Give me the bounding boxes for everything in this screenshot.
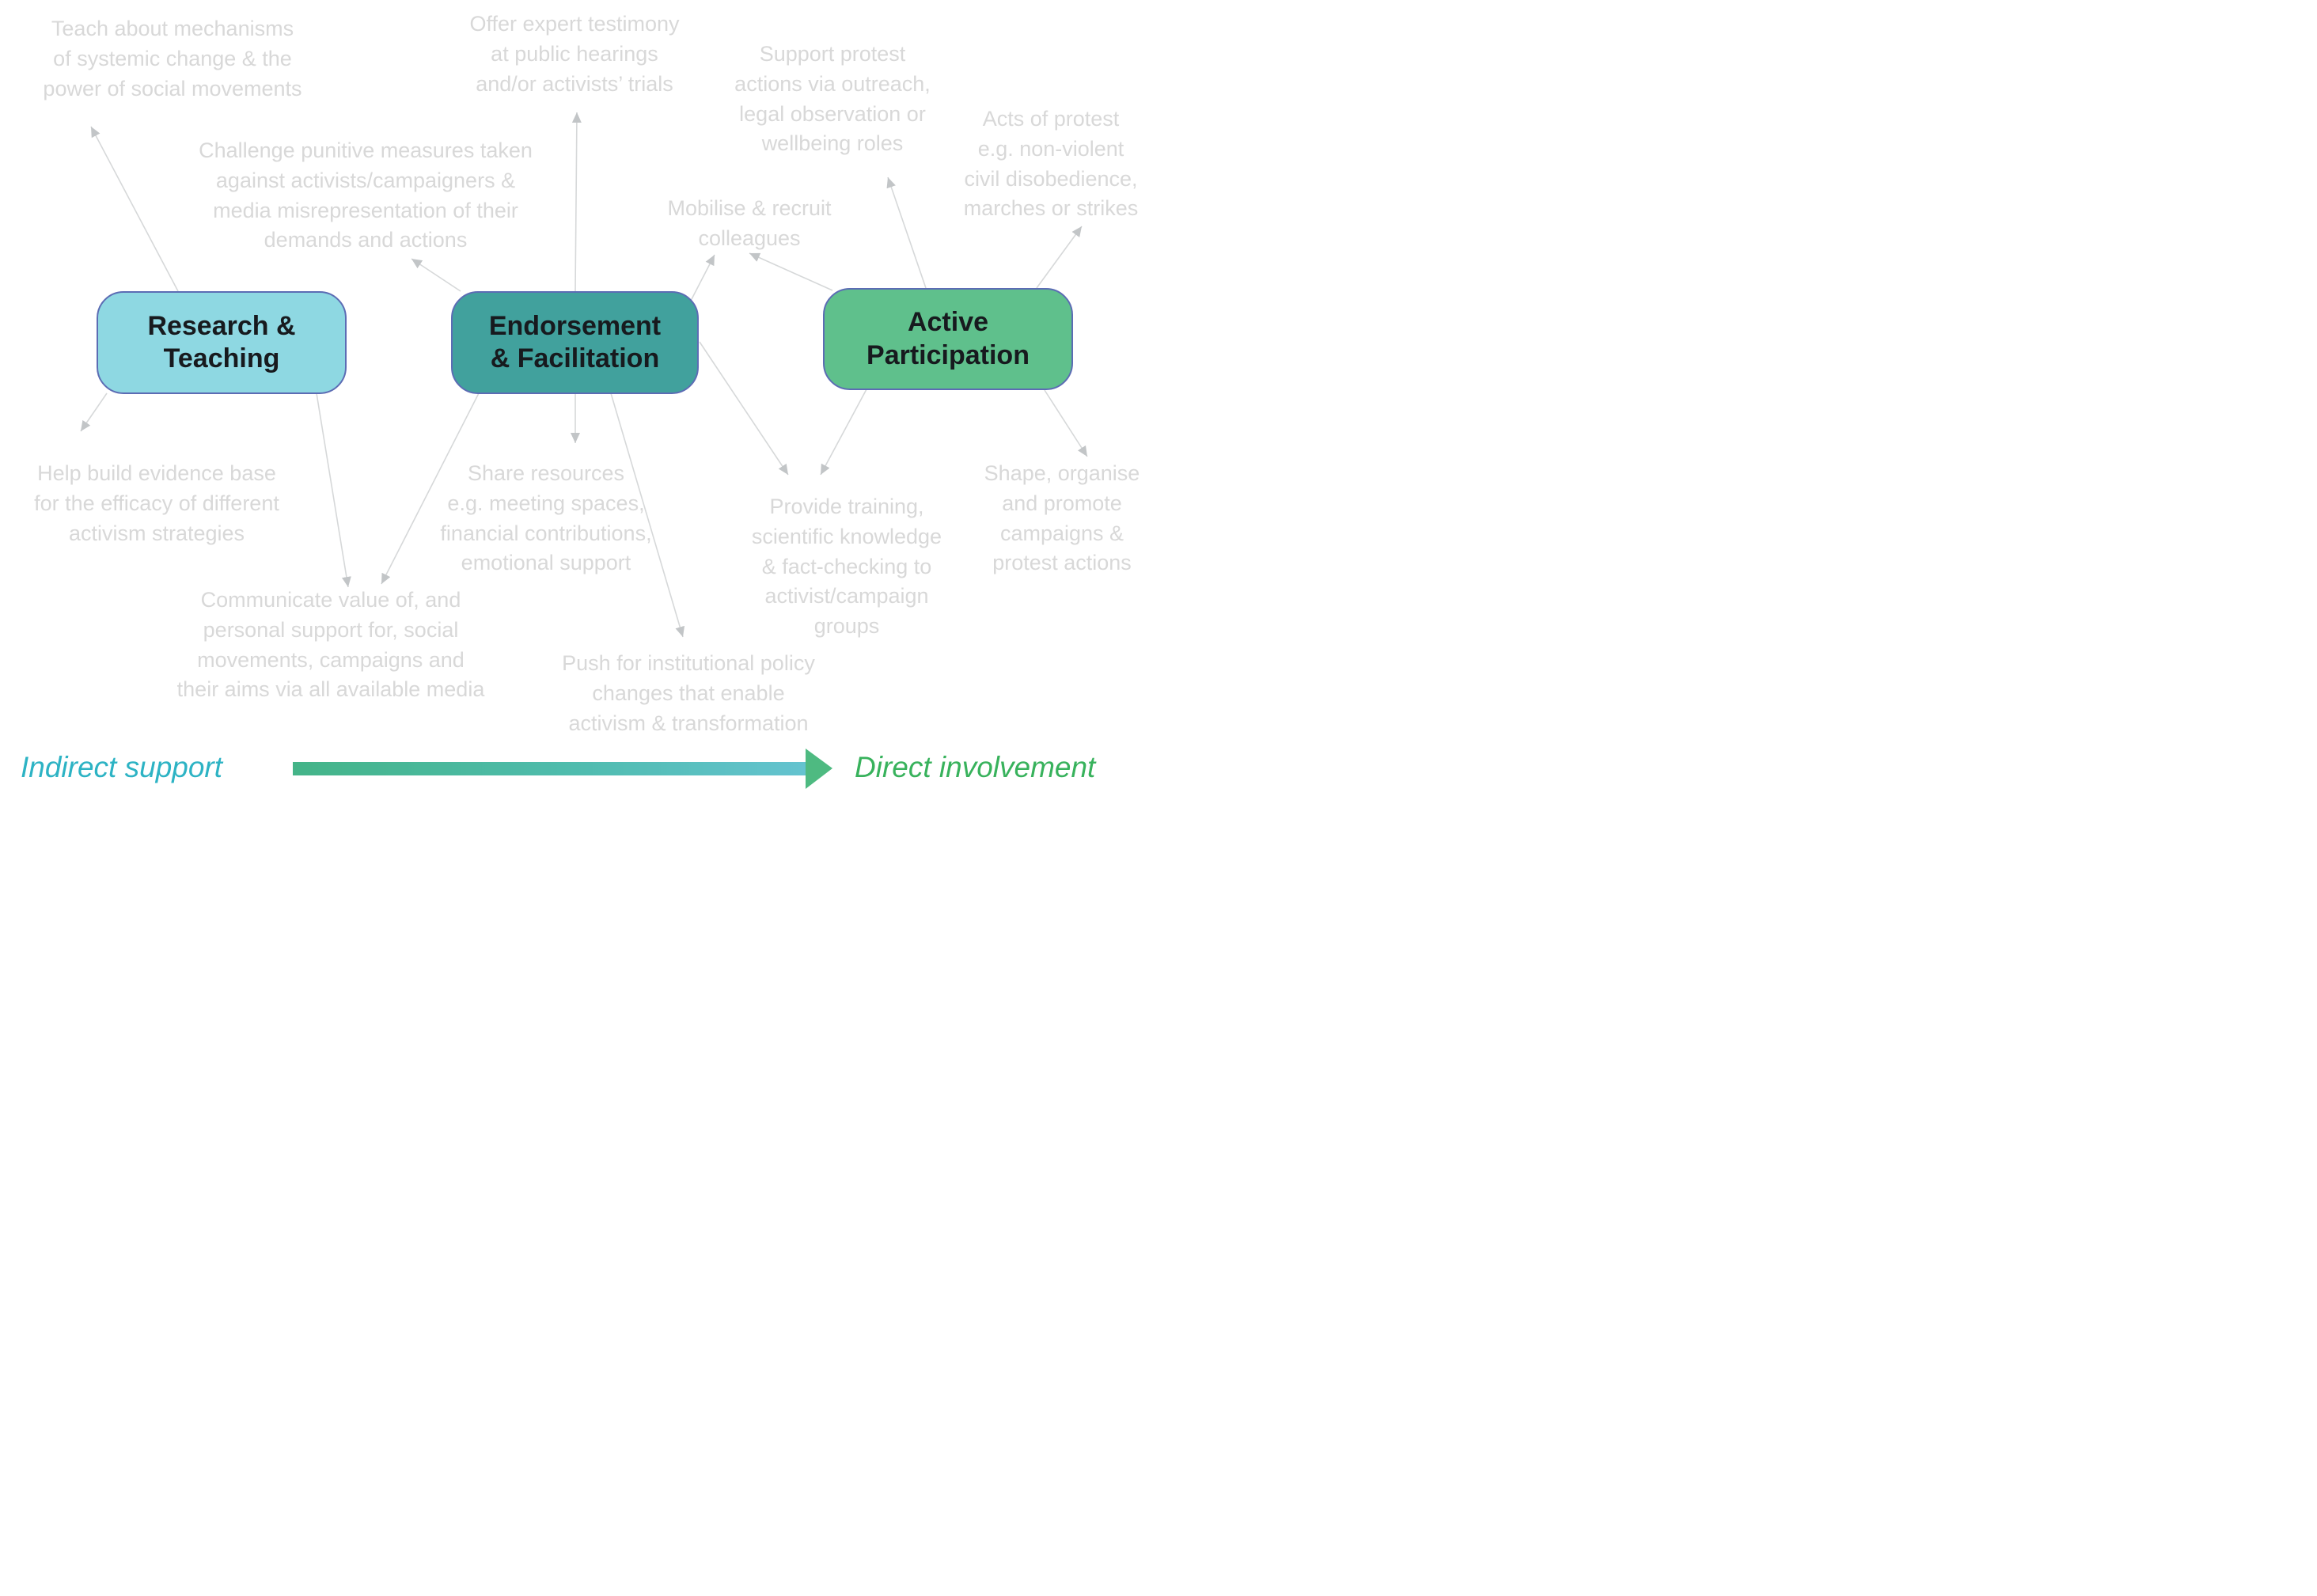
arrow-endorse-to-push — [610, 392, 685, 638]
arrow-research-to-teach — [90, 126, 179, 292]
note-offer-testimony: Offer expert testimony at public hearing… — [469, 12, 680, 96]
note-teach-mechanisms: Teach about mechanisms of systemic chang… — [43, 17, 302, 100]
arrow-active-to-support — [886, 176, 927, 289]
spectrum-arrow-line — [293, 762, 807, 775]
arrow-endorse-to-provide — [699, 341, 789, 476]
spectrum-arrowhead — [806, 749, 832, 789]
note-push-policy: Push for institutional policy changes th… — [562, 651, 815, 735]
arrow-endorse-to-offer — [571, 112, 582, 292]
note-share-resources: Share resources e.g. meeting spaces, fin… — [440, 461, 652, 575]
arrow-endorse-to-communicate — [381, 392, 480, 585]
diagram-canvas: Teach about mechanisms of systemic chang… — [0, 0, 1158, 798]
note-help-evidence-base: Help build evidence base for the efficac… — [34, 461, 279, 545]
axis-label-direct-involvement: Direct involvement — [855, 751, 1096, 783]
note-shape-campaigns: Shape, organise and promote campaigns & … — [984, 461, 1140, 575]
note-acts-of-protest: Acts of protest e.g. non-violent civil d… — [963, 107, 1139, 221]
axis-label-indirect-support: Indirect support — [21, 751, 223, 783]
node-research-teaching: Research & Teaching — [97, 291, 347, 394]
note-mobilise-colleagues: Mobilise & recruit colleagues — [667, 196, 832, 250]
arrow-endorse-to-challenge — [411, 258, 461, 292]
node-endorsement-facilitation: Endorsement & Facilitation — [451, 291, 699, 394]
arrow-research-to-help — [80, 392, 108, 432]
arrow-endorse-to-mobilise — [689, 254, 715, 303]
arrow-research-to-communicate — [316, 392, 351, 588]
note-support-protest: Support protest actions via outreach, le… — [734, 42, 931, 156]
note-communicate-value: Communicate value of, and personal suppo… — [176, 588, 485, 702]
node-active-participation: Active Participation — [823, 288, 1073, 390]
arrow-active-to-mobilise — [749, 252, 833, 291]
arrow-active-to-provide — [820, 389, 867, 476]
note-provide-training: Provide training, scientific knowledge &… — [751, 495, 942, 639]
connector-arrows-layer — [80, 112, 1088, 789]
note-challenge-punitive: Challenge punitive measures taken agains… — [199, 138, 533, 252]
arrow-active-to-shape — [1044, 389, 1088, 457]
arrow-active-to-acts — [1036, 226, 1083, 289]
